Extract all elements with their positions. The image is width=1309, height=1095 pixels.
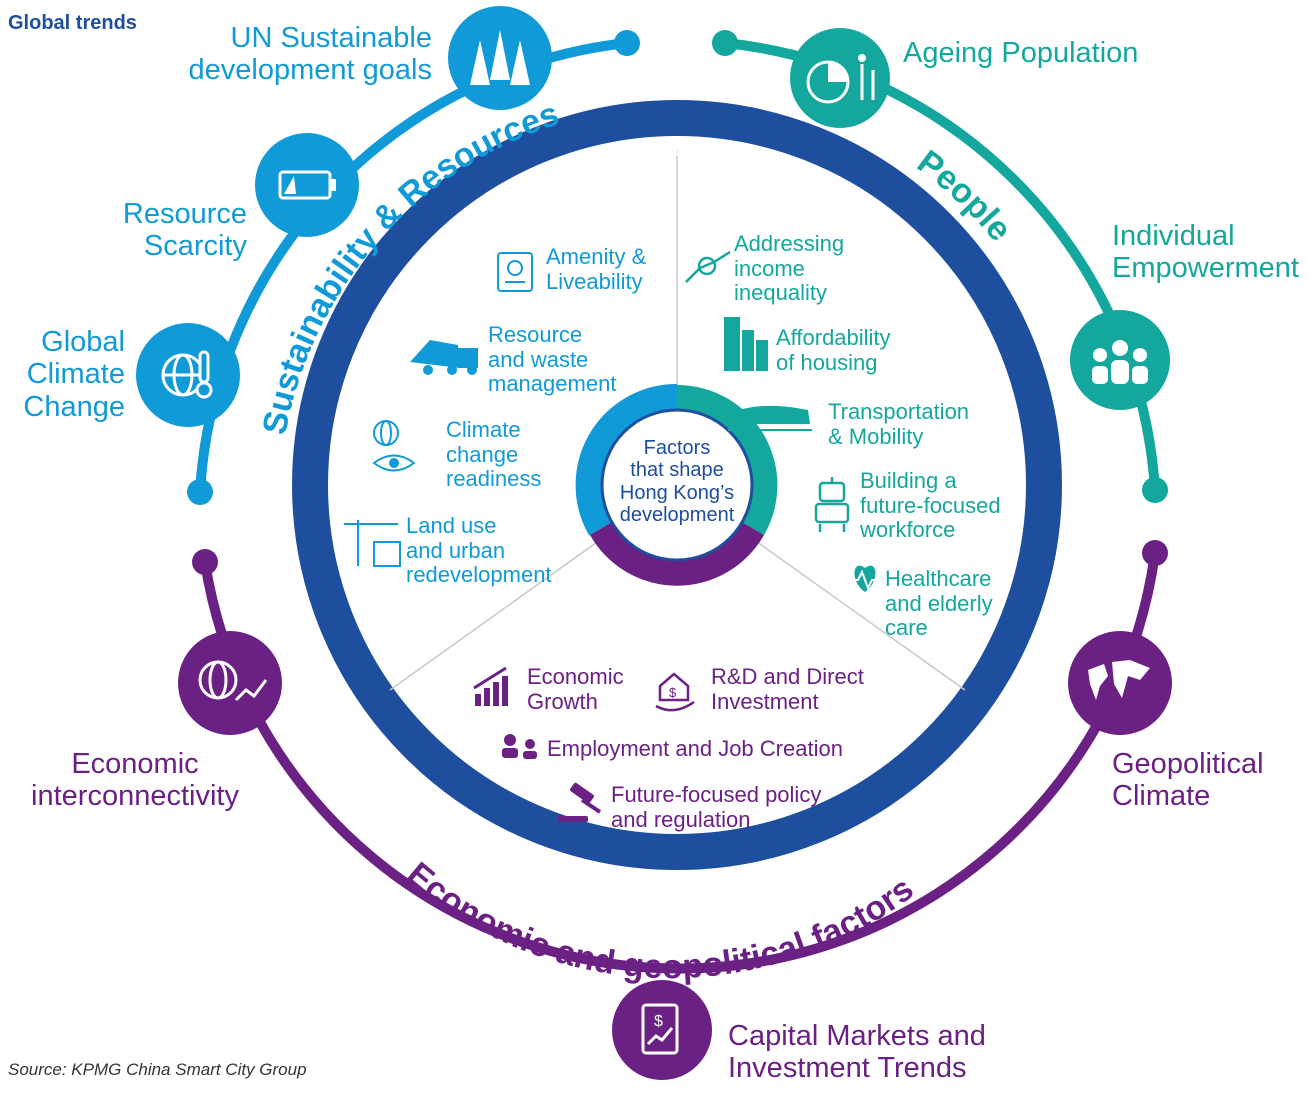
buildings-icon — [724, 317, 768, 371]
heart-pulse-icon — [850, 565, 882, 592]
economic-arc — [200, 552, 1160, 974]
income-inequality-label: Addressing income inequality — [734, 231, 845, 306]
economic-growth-label: Economic Growth — [527, 664, 624, 714]
geopolitical-climate-label: Geopolitical Climate — [1112, 748, 1264, 813]
healthcare-label: Healthcare and elderly care — [885, 566, 993, 641]
arc-end-dot — [614, 30, 640, 56]
globe-thermometer-icon — [136, 323, 240, 427]
climate-readiness-label: Climate change readiness — [446, 417, 542, 492]
transportation-label: Transportation & Mobility — [828, 399, 970, 449]
arc-end-dot — [187, 479, 213, 505]
economic-arc-label: Economic and geopolitical factors — [400, 855, 921, 986]
arc-end-dot — [1142, 540, 1168, 566]
climate-change-label: Global Climate Change — [23, 326, 125, 423]
group-people-icon — [1070, 310, 1170, 410]
crane-building-icon — [344, 520, 401, 567]
capital-markets-label: Capital Markets and Investment Trends — [728, 1020, 986, 1085]
un-goals-label: UN Sustainable development goals — [188, 22, 432, 87]
passport-icon — [497, 252, 533, 292]
growth-chart-icon — [473, 666, 508, 706]
land-use-label: Land use and urban redevelopment — [406, 513, 552, 588]
house-dollar-hand-icon: $ — [655, 672, 695, 712]
garbage-truck-icon — [410, 340, 478, 375]
economic-interconnectivity-label: Economic interconnectivity — [31, 748, 239, 813]
policy-label: Future-focused policy and regulation — [611, 782, 822, 832]
outer-icons: $ — [136, 6, 1172, 1080]
gavel-icon — [558, 782, 602, 822]
svg-text:$: $ — [654, 1013, 663, 1030]
page-heading: Global trends — [8, 12, 137, 34]
arc-end-dot — [192, 549, 218, 575]
center-donut — [575, 383, 778, 586]
source-note: Source: KPMG China Smart City Group — [8, 1060, 307, 1079]
arc-end-dot — [712, 30, 738, 56]
robot-icon — [814, 477, 850, 532]
globe-thermometer-eye-icon — [372, 420, 416, 472]
people-icon — [502, 734, 537, 759]
arc-end-dot — [1142, 477, 1168, 503]
battery-icon — [255, 133, 359, 237]
center-label: Factors that shape Hong Kong’s developme… — [619, 437, 735, 527]
network-chart-icon — [178, 631, 282, 735]
ageing-population-label: Ageing Population — [903, 37, 1139, 69]
donut-hole — [600, 408, 754, 562]
svg-text:$: $ — [669, 685, 677, 700]
inner-icons: $ — [344, 250, 882, 822]
train-icon — [728, 405, 812, 431]
handshake-dollar-icon — [685, 250, 731, 283]
resource-waste-label: Resource and waste management — [488, 322, 617, 397]
world-map-icon — [1068, 631, 1172, 735]
rnd-investment-label: R&D and Direct Investment — [711, 664, 864, 714]
resource-scarcity-label: Resource Scarcity — [122, 198, 247, 263]
individual-empowerment-label: Individual Empowerment — [1112, 220, 1299, 285]
donut-blue-outer — [575, 383, 678, 536]
tablet-dollar-icon: $ — [612, 980, 712, 1080]
amenity-label: Amenity & Liveability — [546, 244, 647, 294]
trees-icon — [448, 6, 552, 110]
employment-label: Employment and Job Creation — [547, 736, 843, 761]
elderly-chart-icon — [790, 28, 890, 128]
workforce-label: Building a future-focused workforce — [860, 468, 1001, 543]
housing-label: Affordability of housing — [776, 325, 891, 375]
